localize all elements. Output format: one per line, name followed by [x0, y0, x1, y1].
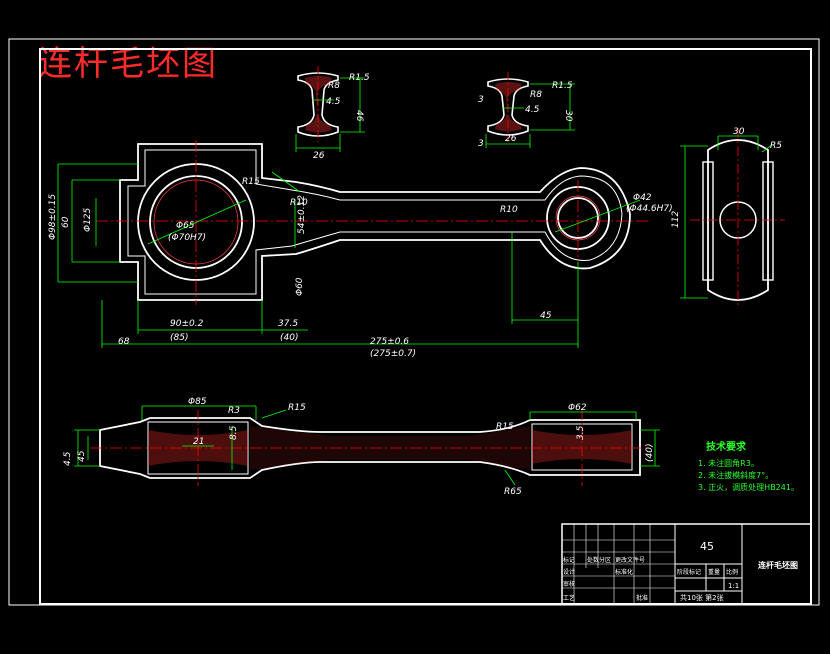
svg-text:90±0.2: 90±0.2	[170, 319, 204, 329]
title-block	[561, 523, 812, 605]
svg-text:(Φ44.6H7): (Φ44.6H7)	[626, 204, 673, 214]
tech-req-heading: 技术要求	[706, 440, 747, 453]
svg-text:37.5: 37.5	[278, 319, 298, 329]
svg-text:45: 45	[540, 311, 552, 321]
svg-text:54±0.12: 54±0.12	[297, 195, 307, 234]
svg-text:R1.5: R1.5	[552, 81, 573, 91]
svg-text:R3: R3	[228, 406, 240, 416]
svg-text:(275±0.7): (275±0.7)	[370, 349, 416, 359]
svg-text:3: 3	[478, 95, 484, 105]
svg-text:30: 30	[733, 127, 745, 137]
svg-text:(40): (40)	[645, 444, 655, 462]
sheet-inner-frame	[39, 48, 812, 605]
svg-text:3.5: 3.5	[576, 425, 586, 440]
svg-text:(Φ70H7): (Φ70H7)	[168, 233, 206, 243]
svg-text:Φ60: Φ60	[295, 277, 305, 296]
svg-text:46: 46	[354, 110, 364, 122]
svg-text:Φ42: Φ42	[633, 193, 652, 203]
svg-text:30: 30	[563, 110, 573, 122]
tech-req-item-3: 3. 正火，调质处理HB241。	[698, 482, 799, 492]
drawing-title: 连杆毛坯图	[38, 44, 218, 84]
tb-cell-mark: 标记	[563, 556, 575, 564]
tech-req-item-2: 2. 未注拔模斜度7°。	[698, 470, 773, 480]
sheet-info-label: 共10张 第2张	[680, 593, 724, 602]
svg-text:R65: R65	[504, 487, 522, 497]
svg-text:R8: R8	[530, 90, 542, 100]
tb-cell-stage: 阶段标记	[677, 568, 701, 576]
svg-text:4.5: 4.5	[525, 105, 540, 115]
svg-text:Φ125: Φ125	[83, 207, 93, 232]
svg-text:8.5: 8.5	[229, 425, 239, 440]
svg-text:26: 26	[505, 134, 517, 144]
section-view-1: R1.5 R8 4.5 46 26	[295, 66, 370, 161]
svg-text:R10: R10	[500, 205, 518, 215]
svg-text:R5: R5	[770, 141, 782, 151]
tb-cell-standard: 标准化	[615, 568, 633, 576]
svg-text:(85): (85)	[170, 333, 188, 343]
tb-cell-count: 处数	[587, 556, 599, 564]
part-name-label: 连杆毛坯图	[758, 560, 798, 570]
tb-cell-review: 审核	[563, 580, 575, 588]
svg-text:275±0.6: 275±0.6	[370, 337, 409, 347]
tb-cell-scale: 比例	[726, 568, 738, 576]
svg-text:60: 60	[61, 216, 71, 228]
material-label: 45	[700, 540, 714, 553]
main-view: Φ65 (Φ70H7) Φ98±0.15 60 Φ125 R15 R10 54±…	[48, 140, 673, 359]
tb-cell-process: 工艺	[563, 594, 575, 602]
svg-text:R15: R15	[288, 403, 306, 413]
svg-text:4.5: 4.5	[63, 451, 73, 466]
svg-text:R1.5: R1.5	[349, 73, 370, 83]
svg-text:Φ62: Φ62	[568, 403, 587, 413]
svg-text:R15: R15	[496, 422, 514, 432]
svg-text:21: 21	[193, 437, 204, 447]
svg-text:68: 68	[118, 337, 130, 347]
scale-label: 1:1	[728, 582, 739, 590]
svg-text:Φ98±0.15: Φ98±0.15	[48, 194, 58, 240]
technical-requirements: 技术要求 1. 未注圆角R3。 2. 未注拔模斜度7°。 3. 正火，调质处理H…	[698, 440, 799, 492]
tech-req-item-1: 1. 未注圆角R3。	[698, 458, 759, 468]
tb-cell-design: 设计	[563, 568, 575, 576]
svg-text:R10: R10	[290, 198, 308, 208]
tb-cell-zone: 分区	[599, 556, 611, 564]
svg-text:Φ85: Φ85	[188, 397, 207, 407]
svg-text:112: 112	[671, 211, 681, 228]
section-view-2: R1.5 R8 4.5 30 3 3 26	[478, 72, 575, 149]
tb-cell-weight: 重量	[708, 568, 720, 576]
svg-text:45: 45	[77, 450, 87, 462]
svg-text:R8: R8	[328, 81, 340, 91]
side-view: 30 R5 112	[671, 127, 785, 305]
svg-text:4.5: 4.5	[326, 97, 341, 107]
svg-text:3: 3	[478, 139, 484, 149]
tb-cell-change-doc: 更改文件号	[615, 556, 645, 564]
svg-text:R15: R15	[242, 177, 260, 187]
svg-text:26: 26	[313, 151, 325, 161]
svg-text:Φ65: Φ65	[176, 221, 195, 231]
bottom-view: Φ85 R3 R15 R15 Φ62 21 8.5 R65 4.5 45 (40…	[63, 397, 660, 497]
sheet-outer-frame	[8, 38, 820, 606]
svg-text:(40): (40)	[280, 333, 298, 343]
tb-cell-approve: 批准	[636, 594, 648, 602]
